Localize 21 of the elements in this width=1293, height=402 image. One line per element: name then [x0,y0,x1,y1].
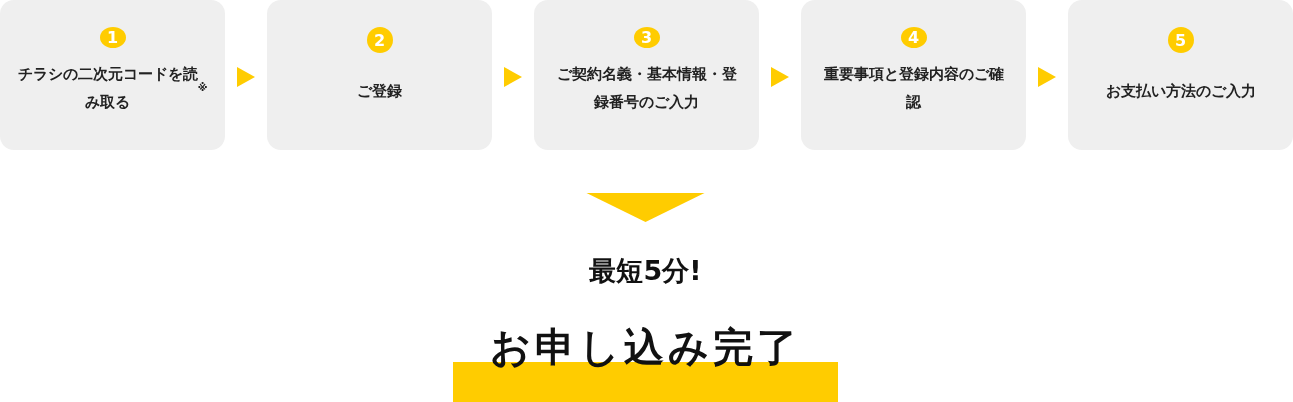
step-card [0,0,225,150]
step-text: お支払い方法のご入力 [1104,80,1257,102]
step-number: 2 [366,27,393,53]
step-card [267,0,492,150]
step-text: ご登録 [356,80,403,102]
step-number: 3 [633,27,660,48]
step-card [1068,0,1293,150]
step-card [534,0,759,150]
arrow [237,67,255,87]
arrow [586,193,705,222]
arrow [771,67,789,87]
duration-note: 最短5分! [589,254,702,288]
step-number: 5 [1167,27,1194,53]
step-number: 1 [99,27,126,48]
arrow [504,67,522,87]
step-number: 4 [900,27,927,48]
step-text: ご契約名義・基本情報・登録番号のご入力 [555,64,738,113]
step-card [801,0,1026,150]
step-text: 重要事項と登録内容のご確認 [822,64,1005,113]
arrow [1038,67,1056,87]
completion-title: お申し込み完了 [490,323,801,372]
